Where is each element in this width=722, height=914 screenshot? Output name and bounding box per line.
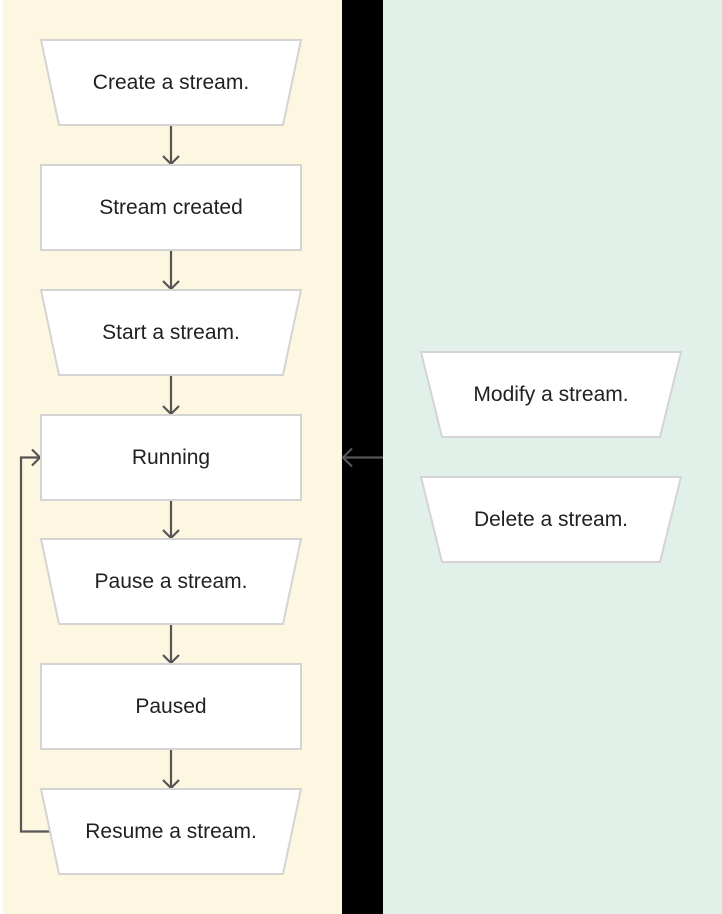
node-running[interactable]: Running xyxy=(40,414,302,501)
arrowhead-left xyxy=(341,447,353,468)
node-shape-rectangle xyxy=(40,663,302,750)
node-label: Stream created xyxy=(99,196,243,219)
node-shape-trapezoid xyxy=(39,538,303,625)
node-create-a-stream[interactable]: Create a stream. xyxy=(39,39,303,126)
node-label: Start a stream. xyxy=(102,321,240,344)
node-delete-a-stream[interactable]: Delete a stream. xyxy=(419,476,683,563)
node-label: Pause a stream. xyxy=(95,570,248,593)
node-label: Create a stream. xyxy=(93,71,249,94)
node-label: Running xyxy=(132,446,210,469)
node-shape-trapezoid xyxy=(419,476,683,563)
edge-edge-operations-to-lifecycle xyxy=(341,447,383,468)
node-shape-trapezoid xyxy=(39,39,303,126)
node-modify-a-stream[interactable]: Modify a stream. xyxy=(419,351,683,438)
node-label: Paused xyxy=(135,695,206,718)
node-stream-created[interactable]: Stream created xyxy=(40,164,302,251)
node-paused[interactable]: Paused xyxy=(40,663,302,750)
node-label: Modify a stream. xyxy=(473,383,628,406)
node-shape-rectangle xyxy=(40,414,302,501)
node-label: Delete a stream. xyxy=(474,508,628,531)
node-shape-trapezoid xyxy=(39,788,303,875)
node-shape-rectangle xyxy=(40,164,302,251)
lane-operations-lane xyxy=(383,0,722,914)
node-pause-a-stream[interactable]: Pause a stream. xyxy=(39,538,303,625)
node-start-a-stream[interactable]: Start a stream. xyxy=(39,289,303,376)
node-resume-a-stream[interactable]: Resume a stream. xyxy=(39,788,303,875)
edge-loop-path xyxy=(19,456,50,833)
node-shape-trapezoid xyxy=(39,289,303,376)
node-shape-trapezoid xyxy=(419,351,683,438)
node-label: Resume a stream. xyxy=(85,820,257,843)
